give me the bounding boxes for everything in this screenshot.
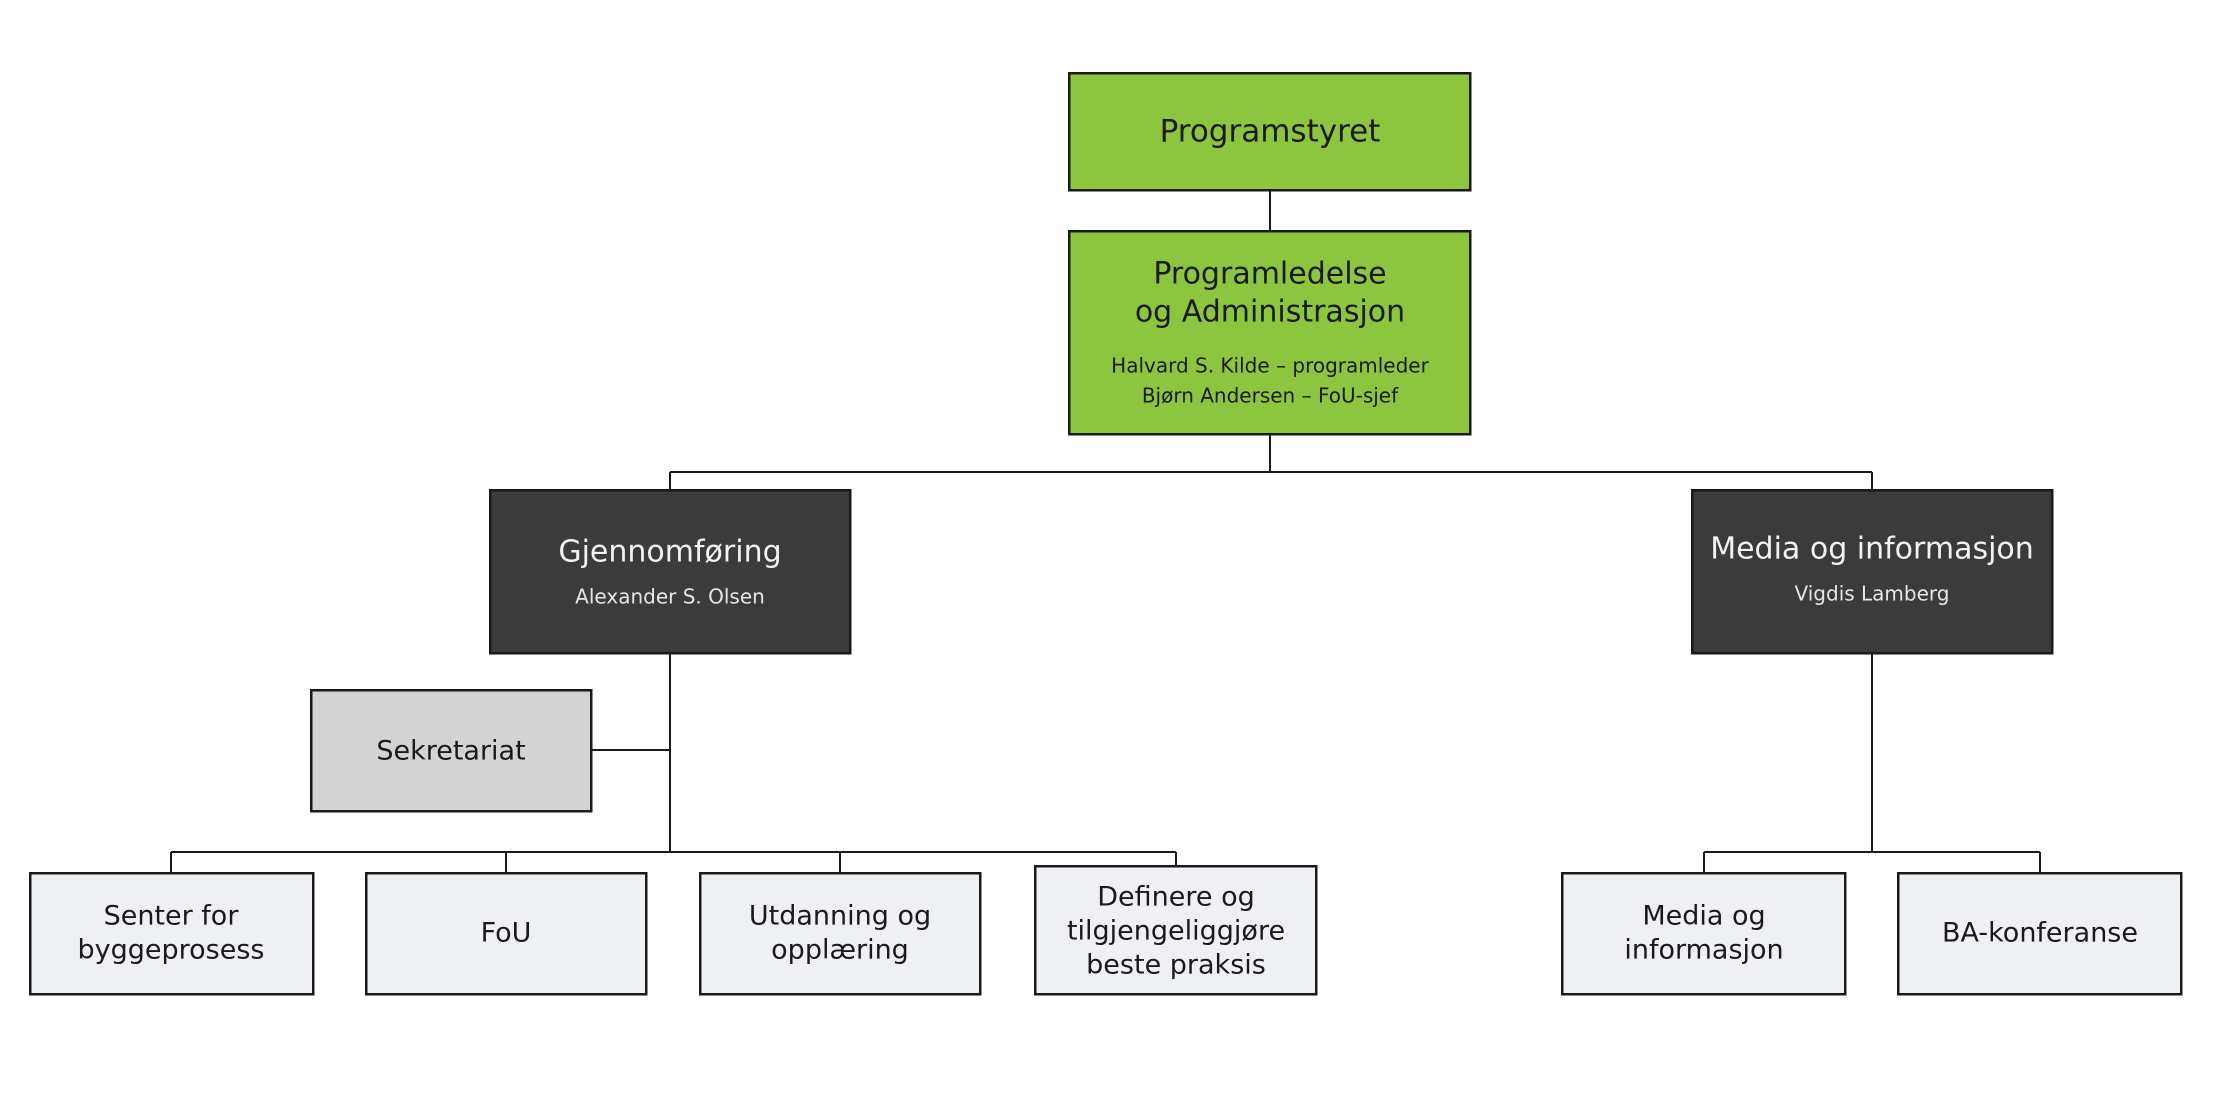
node-programledelse-box[interactable] xyxy=(1067,229,1472,436)
node-senter-for-byggeprosess-line2: byggeprosess xyxy=(78,935,265,966)
node-definere-beste-praksis-line2: tilgjengeliggjøre xyxy=(1067,916,1285,947)
node-media-og-informasjon-lead-title: Media og informasjon xyxy=(1710,532,2034,567)
node-gjennomforing-title: Gjennomføring xyxy=(558,535,781,570)
node-definere-beste-praksis-box[interactable] xyxy=(1033,864,1318,996)
node-ba-konferanse[interactable]: BA-konferanse xyxy=(1896,871,2183,996)
node-gjennomforing[interactable]: Gjennomføring Alexander S. Olsen xyxy=(488,488,852,655)
node-fou[interactable]: FoU xyxy=(364,871,648,996)
node-media-og-informasjon-leaf[interactable]: Media og informasjon xyxy=(1560,871,1847,996)
node-ba-konferanse-box[interactable] xyxy=(1896,871,2183,996)
node-programledelse[interactable]: Programledelse og Administrasjon Halvard… xyxy=(1067,229,1472,436)
node-senter-for-byggeprosess[interactable]: Senter for byggeprosess xyxy=(28,871,315,996)
node-definere-beste-praksis-line1: Definere og xyxy=(1097,882,1255,913)
node-utdanning-og-opplaering-box[interactable] xyxy=(698,871,982,996)
node-utdanning-og-opplaering-line1: Utdanning og xyxy=(749,901,931,932)
node-fou-label: FoU xyxy=(481,918,532,949)
node-ba-konferanse-label: BA-konferanse xyxy=(1942,918,2138,949)
node-definere-beste-praksis-line3: beste praksis xyxy=(1086,950,1266,981)
node-programstyret-title: Programstyret xyxy=(1160,114,1381,150)
node-gjennomforing-person: Alexander S. Olsen xyxy=(575,585,765,609)
node-fou-box[interactable] xyxy=(364,871,648,996)
node-programstyret[interactable]: Programstyret xyxy=(1067,71,1472,192)
node-senter-for-byggeprosess-line1: Senter for xyxy=(104,901,240,932)
node-programledelse-person-andersen: Bjørn Andersen – FoU-sjef xyxy=(1142,384,1399,408)
node-programledelse-person-kilde: Halvard S. Kilde – programleder xyxy=(1111,354,1429,378)
node-programstyret-box[interactable] xyxy=(1067,71,1472,192)
node-definere-beste-praksis[interactable]: Definere og tilgjengeliggjøre beste prak… xyxy=(1033,864,1318,996)
node-senter-for-byggeprosess-box[interactable] xyxy=(28,871,315,996)
node-sekretariat-title: Sekretariat xyxy=(376,736,525,767)
node-gjennomforing-box[interactable] xyxy=(488,488,852,655)
node-programledelse-title-line2: og Administrasjon xyxy=(1135,295,1405,330)
node-media-og-informasjon-lead-box[interactable] xyxy=(1690,488,2054,655)
node-media-og-informasjon-lead[interactable]: Media og informasjon Vigdis Lamberg xyxy=(1690,488,2054,655)
node-media-og-informasjon-leaf-box[interactable] xyxy=(1560,871,1847,996)
node-media-og-informasjon-lead-person: Vigdis Lamberg xyxy=(1795,582,1950,606)
node-media-og-informasjon-leaf-line2: informasjon xyxy=(1624,935,1783,966)
node-programledelse-title-line1: Programledelse xyxy=(1153,257,1386,292)
node-media-og-informasjon-leaf-line1: Media og xyxy=(1642,901,1765,932)
node-utdanning-og-opplaering-line2: opplæring xyxy=(771,935,909,966)
node-utdanning-og-opplaering[interactable]: Utdanning og opplæring xyxy=(698,871,982,996)
node-sekretariat-box[interactable] xyxy=(309,688,593,813)
node-sekretariat[interactable]: Sekretariat xyxy=(309,688,593,813)
connector-layer xyxy=(170,190,2041,873)
